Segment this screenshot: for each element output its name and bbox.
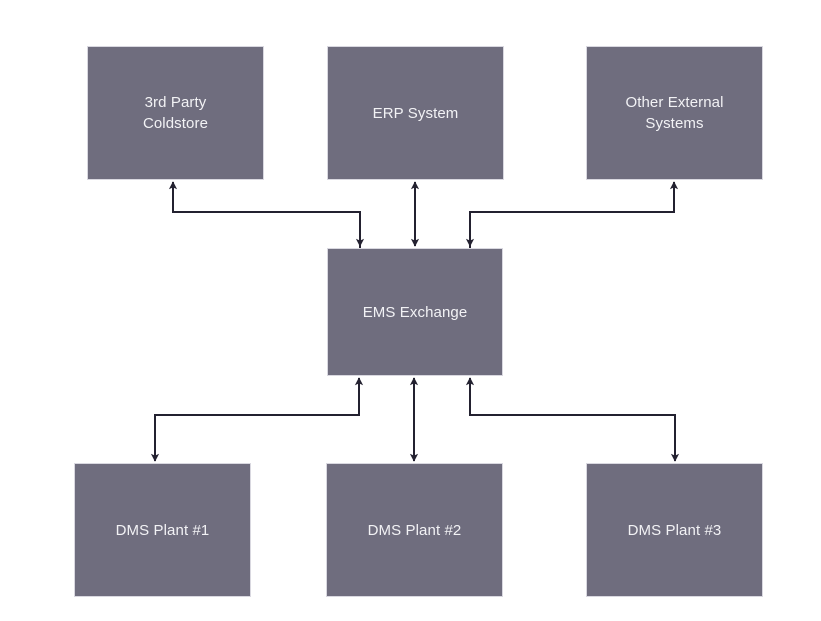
node-label: DMS Plant #2	[367, 521, 462, 539]
node-label: DMS Plant #3	[627, 521, 722, 539]
edge-ems-to-dms1	[150, 378, 360, 462]
node-dms-plant-1[interactable]: DMS Plant #1	[74, 463, 251, 597]
node-erp-system[interactable]: ERP System	[327, 46, 504, 180]
node-label: Other External Systems	[625, 94, 724, 132]
edge-ems-to-dms3	[469, 378, 680, 462]
edge-other-to-ems	[465, 182, 675, 247]
node-other-external-systems[interactable]: Other External Systems	[586, 46, 763, 180]
edge-ems-to-other	[469, 181, 679, 248]
edge-ems-to-coldstore	[168, 181, 361, 248]
node-label: DMS Plant #1	[115, 521, 210, 539]
edge-dms1-to-ems	[155, 377, 364, 416]
edge-dms3-to-ems	[465, 377, 675, 416]
node-label: ERP System	[372, 104, 459, 122]
node-label: 3rd Party Coldstore	[142, 94, 209, 132]
node-dms-plant-3[interactable]: DMS Plant #3	[586, 463, 763, 597]
edge-coldstore-to-ems	[172, 182, 365, 247]
node-label: EMS Exchange	[362, 303, 468, 321]
node-ems-exchange[interactable]: EMS Exchange	[327, 248, 503, 376]
node-3rd-party-coldstore[interactable]: 3rd Party Coldstore	[87, 46, 264, 180]
node-dms-plant-2[interactable]: DMS Plant #2	[326, 463, 503, 597]
